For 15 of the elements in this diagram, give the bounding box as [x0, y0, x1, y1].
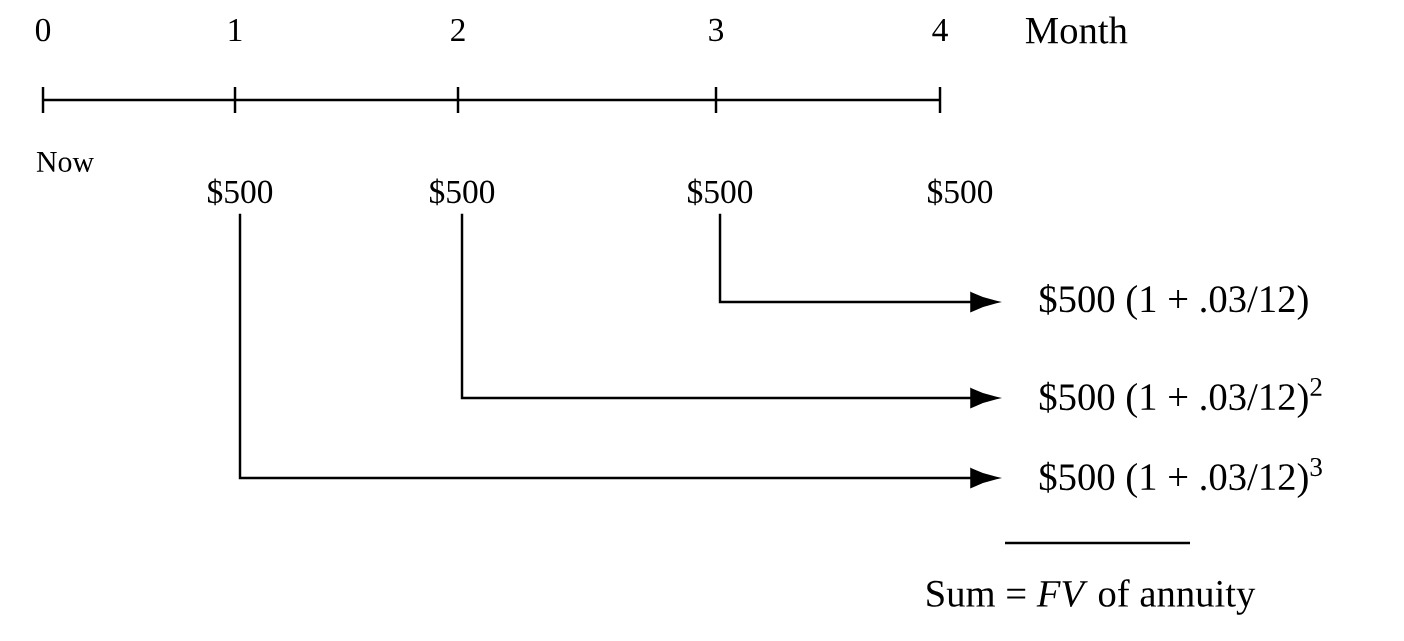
- sum-label: Sum = FV of annuity: [927, 579, 1256, 615]
- tick-label: 3: [709, 18, 724, 42]
- axis-note: Now: [36, 152, 94, 172]
- amount-label: $500: [430, 178, 495, 206]
- tick-label: 0: [35, 18, 51, 42]
- amount-label: $500: [688, 178, 753, 206]
- axis-title: Month: [1025, 16, 1128, 44]
- tick-label: 1: [229, 18, 242, 42]
- tick-label: 2: [451, 18, 465, 42]
- future-value-label: $500 (1 + .03/12)$^{3}$: [1039, 457, 1322, 499]
- future-value-label: $500 (1 + .03/12)$^{2}$: [1039, 377, 1322, 419]
- future-value-label: $500 (1 + .03/12): [1039, 283, 1308, 321]
- amount-label: $500: [208, 178, 273, 206]
- tick-label: 4: [932, 19, 948, 41]
- amount-label: $500: [928, 178, 993, 206]
